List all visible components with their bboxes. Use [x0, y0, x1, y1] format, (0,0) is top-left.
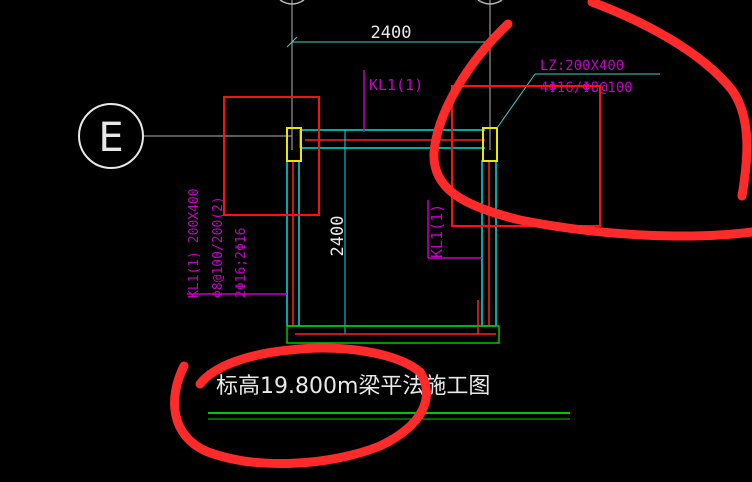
bottom-beam-green-outline	[286, 325, 500, 344]
column-leader-diagonal	[496, 73, 536, 129]
columns	[286, 127, 498, 162]
markup-stroke-right-arc	[587, 0, 752, 201]
top-dimension-tick-left	[286, 36, 298, 48]
column-label-size: LZ:200X400	[540, 58, 624, 74]
column-left	[286, 127, 302, 162]
markup-strokes	[170, 0, 752, 468]
drawing-title: 标高19.800m梁平法施工图	[216, 374, 490, 399]
markup-box-left-column	[223, 96, 320, 216]
vertical-grid-lines	[291, 0, 491, 150]
top-dimension: 2400	[286, 23, 496, 48]
axis-bubble-circle	[78, 103, 144, 169]
markup-stroke-title-loop	[170, 343, 431, 468]
left-beam-annotation: KL1(1) 200X400 Φ8@100/200(2) 2Φ16;2Φ16	[187, 188, 287, 298]
right-beam-annotation: KL1(1)	[427, 200, 482, 259]
axis-label-e: E	[98, 115, 123, 161]
top-dimension-text: 2400	[371, 23, 412, 43]
markup-stroke-right-top-loop	[429, 19, 752, 241]
axis-bubble-e: E	[78, 103, 144, 169]
beam-frame	[286, 129, 500, 344]
top-beam-label: KL1(1)	[369, 76, 423, 94]
left-beam-label-line3: 2Φ16;2Φ16	[234, 228, 249, 298]
markup-box-right-column	[451, 85, 601, 227]
left-beam-label-line2: Φ8@100/200(2)	[211, 196, 226, 298]
vertical-dimension-text: 2400	[328, 216, 348, 257]
column-label-rebar: 4Φ16/Φ8@100	[540, 80, 633, 96]
column-annotation: LZ:200X400 4Φ16/Φ8@100	[496, 58, 660, 129]
top-beam-annotation: KL1(1)	[363, 70, 423, 132]
right-beam-label: KL1(1)	[428, 204, 446, 258]
markup-boxes	[223, 85, 601, 227]
left-beam-label-line1: KL1(1) 200X400	[187, 188, 202, 298]
column-right	[482, 127, 498, 162]
drawing-title-block: 标高19.800m梁平法施工图	[208, 374, 570, 420]
